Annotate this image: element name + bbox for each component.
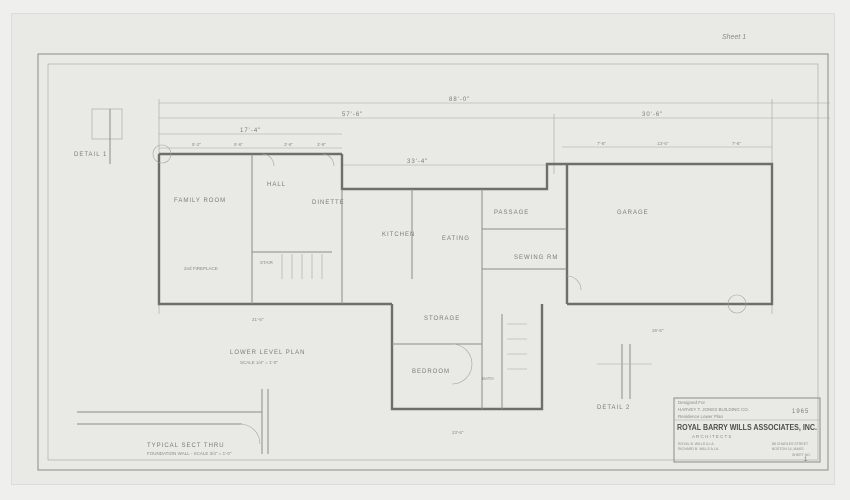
sheet-number: 1 [804,457,808,463]
detail-1-drawing [91,108,123,164]
room-storage: STORAGE [424,316,460,322]
title-block-line3: Residence Lower Plan [678,414,724,419]
room-hall: HALL [267,182,286,188]
room-stair: STAIR [260,260,274,265]
dim-mid: 33'-4" [407,159,428,165]
room-bedroom: BEDROOM [412,369,450,375]
room-family-room: FAMILY ROOM [174,198,226,204]
partner-2: RICHARD B. WILLS A.I.A. [678,447,719,451]
dim-label: 7'-6" [597,141,606,146]
door-swings [152,144,747,385]
dim-label: 23'-6" [452,430,464,435]
room-kitchen: KITCHEN [382,232,415,238]
drawing-sheet: 88'-0" 57'-6" 30'-6" 17'-4" 33'-4" 5'-2"… [12,14,834,484]
firm-name: ROYAL BARRY WILLS ASSOCIATES, INC. [677,423,817,432]
room-bath: BATH [482,376,494,381]
room-eating: EATING [442,236,470,242]
firm-type: A R C H I T E C T S [692,434,731,439]
room-garage: GARAGE [617,210,649,216]
room-dinette: DINETTE [312,200,345,206]
stair-treads [281,254,527,370]
dim-label: 7'-6" [732,141,741,146]
room-sewing: SEWING RM [514,255,558,261]
title-block-line1: Designed For [678,400,706,405]
dim-left: 57'-6" [342,112,363,118]
sheet-border [37,53,829,471]
plan-title: LOWER LEVEL PLAN [230,350,305,356]
dim-overall: 88'-0" [449,97,470,103]
title-block-line2: HARVEY T. JONES BUILDING CO. [678,407,749,412]
plan-scale: SCALE 1/4" = 1'-0" [240,360,278,365]
section-subtitle: FOUNDATION WALL - SCALE 3/4" = 1'-0" [147,451,232,456]
title-block [673,397,821,463]
partner-1: ROYAL B. WILLS A.I.A. [678,442,715,446]
dim-right: 30'-6" [642,112,663,118]
room-fireplace: 2nd FIREPLACE [184,266,218,271]
dim-label: 13'-6" [657,141,669,146]
foundation-section [77,389,269,454]
dim-label: 5'-2" [192,142,201,147]
detail-2-drawing [597,344,652,399]
room-passage: PASSAGE [494,210,529,216]
dim-label: 3'-6" [284,142,293,147]
dim-label: 21'-6" [252,317,264,322]
dim-label: 5'-6" [234,142,243,147]
dim-family: 17'-4" [240,128,261,134]
dim-label: 3'-8" [317,142,326,147]
title-block-year: 1965 [792,409,809,415]
corner-note: Sheet 1 [722,34,746,41]
floor-plan-drawing: 88'-0" 57'-6" 30'-6" 17'-4" 33'-4" 5'-2"… [37,34,830,471]
dim-label: 26'-6" [652,328,664,333]
address-1: 88 CHARLES STREET [772,442,809,446]
detail-1-label: DETAIL 1 [74,152,107,158]
inner-border [47,63,819,461]
sheet-label: SHEET NO. [792,453,811,457]
address-2: BOSTON 14, MASS. [772,447,804,451]
detail-2-label: DETAIL 2 [597,405,630,411]
section-title: TYPICAL SECT THRU [147,443,225,449]
walls [157,152,774,411]
